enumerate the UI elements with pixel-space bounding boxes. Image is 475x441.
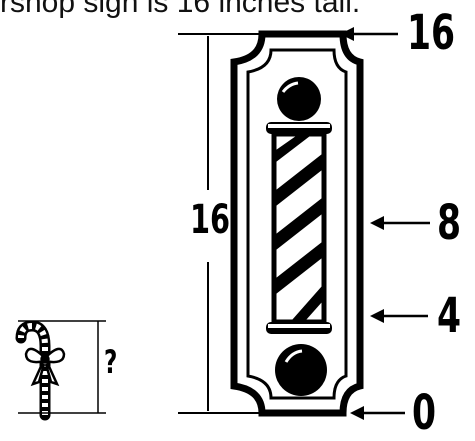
barber-sign [230,30,364,417]
arrow-8 [370,216,430,230]
label-mid-8: 8 [437,195,462,251]
bow [24,347,66,387]
candy-cane [15,320,106,421]
label-quarter-4: 4 [437,288,462,344]
label-bottom-0: 0 [412,385,437,441]
arrow-0 [350,406,405,420]
arrow-16 [340,27,398,41]
barber-pole [266,77,332,396]
label-unknown-height: ? [104,343,118,381]
label-height-16: 16 [190,197,231,243]
label-top-16: 16 [407,5,456,61]
problem-caption: rshop sign is 16 inches tall. [0,0,361,19]
height-dimension [178,33,272,414]
arrow-4 [370,309,428,323]
